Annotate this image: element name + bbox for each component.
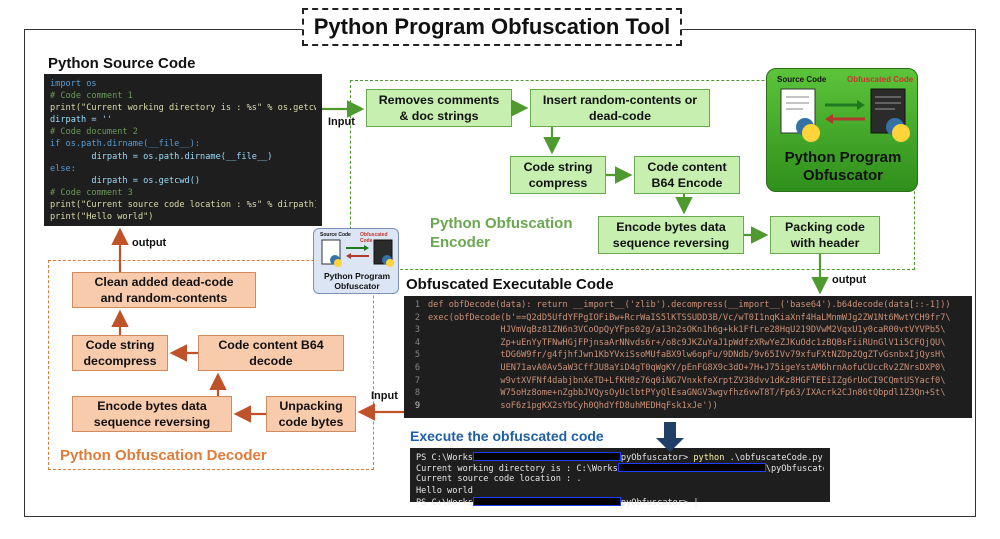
- obfuscator-logo-small: Source Code Obfuscated Code Python Progr…: [313, 228, 399, 294]
- obf-line-5: 5 tDG6W9fr/g4fjhfJwn1KbYVxiSsoMUfaBX9lw6…: [414, 350, 946, 361]
- logo-file-icons: [780, 88, 910, 142]
- small-logo-file-icons: [321, 239, 394, 267]
- source-line-3: print("Current working directory is : %s…: [50, 103, 316, 114]
- input-label-top: Input: [328, 116, 355, 128]
- small-logo-obf-label: Obfuscated Code: [360, 232, 388, 244]
- diagram-title: Python Program Obfuscation Tool: [302, 8, 682, 46]
- logo-obf-label: Obfuscated Code: [847, 75, 914, 84]
- logo-source-label: Source Code: [777, 75, 827, 84]
- execute-heading: Execute the obfuscated code: [410, 428, 604, 444]
- source-line-4: dirpath = '': [50, 115, 113, 126]
- small-logo-title: Python Program Obfuscator: [323, 271, 391, 291]
- logo-title: Python Program Obfuscator: [784, 149, 902, 184]
- source-code-heading: Python Source Code: [48, 55, 196, 72]
- redacted-path: [472, 496, 621, 506]
- obf-line-7: 7 w9vtXVFNf4dabjbnXeTD+LfKH8z76q0iNG7Vnx…: [414, 375, 946, 386]
- obf-line-4: 4 Zp+uEnYyTFNwHGjFPjnsaArNNvds6r+/o8c9JK…: [414, 337, 946, 348]
- terminal-line-4: Hello world: [416, 485, 473, 496]
- input-label-bottom: Input: [371, 390, 398, 402]
- obf-line-9: 9 soF6z1pgKX2sYbCyh0QhdYfD8uhMEDHqFsk1xJ…: [414, 400, 718, 411]
- terminal-line-3: Current source code location : .: [416, 474, 582, 485]
- source-line-5: # Code document 2: [50, 127, 138, 138]
- decoder-label: Python Obfuscation Decoder: [60, 447, 267, 464]
- obfuscated-code-heading: Obfuscated Executable Code: [406, 276, 614, 293]
- source-line-8: else:: [50, 163, 76, 174]
- output-label-left: output: [132, 237, 167, 249]
- obf-line-6: 6 UEN71avA0Av5aW3CffJU8aYiD4gT0qWgKY/pEn…: [414, 362, 946, 373]
- obfuscator-logo: Source Code Obfuscated Code Python Progr…: [766, 68, 918, 192]
- decoder-region: [48, 260, 374, 470]
- redacted-path: [472, 452, 621, 461]
- obf-line-3: 3 HJVmVqBz81ZN6n3VCoOpQyYFps02g/a13n2sOK…: [414, 325, 946, 336]
- terminal-line-2: Current working directory is : C:\Works\…: [416, 463, 824, 475]
- small-logo-source-label: Source Code: [320, 232, 351, 238]
- source-line-7: dirpath = os.path.dirname(__file__): [50, 151, 273, 162]
- source-code-panel: import os # Code comment 1 print("Curren…: [44, 74, 322, 226]
- source-line-10: # Code comment 3: [50, 187, 133, 198]
- source-line-2: # Code comment 1: [50, 91, 133, 102]
- output-label-right: output: [832, 274, 867, 286]
- source-line-12: print("Hello world"): [50, 212, 154, 223]
- source-line-9: dirpath = os.getcwd(): [50, 175, 201, 186]
- source-line-1: import os: [50, 79, 97, 89]
- encoder-label: Python Obfuscation Encoder: [430, 215, 573, 251]
- obf-line-8: 8 W75oHz8ome+nZgbbJVQysOyUclbtPYyQlEsaGN…: [414, 388, 946, 399]
- step-remove-comments: Removes comments& doc strings: [366, 89, 512, 127]
- redacted-path: [617, 463, 766, 473]
- source-line-6: if os.path.dirname(__file__):: [50, 139, 201, 150]
- source-line-11: print("Current source code location : %s…: [50, 199, 316, 210]
